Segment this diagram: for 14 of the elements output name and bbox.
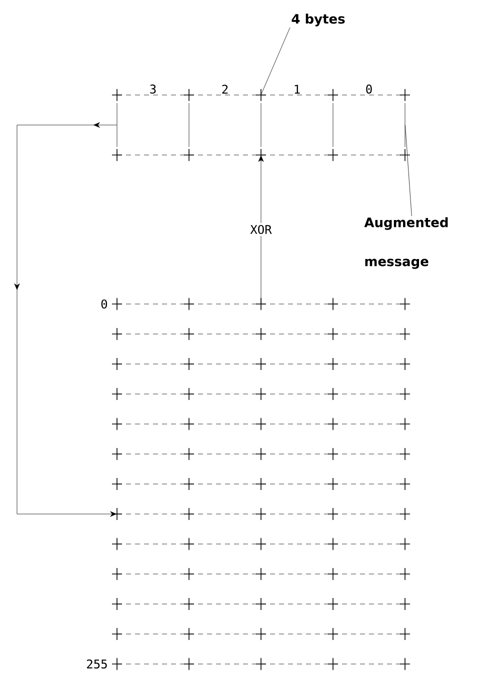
byte-cell: 3 (150, 84, 156, 94)
arrow (258, 156, 264, 304)
byte-cell: 2 (222, 84, 228, 94)
byte-cell: 1 (294, 84, 300, 94)
callout-text: 4 bytes (292, 14, 345, 26)
leader-line (405, 124, 412, 216)
row-index: 0 (101, 299, 108, 309)
byte-cell: 0 (366, 84, 372, 94)
row-index: 255 (87, 659, 107, 669)
edge-label: XOR (248, 222, 274, 236)
arrow (14, 122, 117, 517)
lookup-table (112, 298, 410, 670)
callout-text: Augmented message (364, 217, 448, 269)
leader-line (260, 27, 290, 95)
